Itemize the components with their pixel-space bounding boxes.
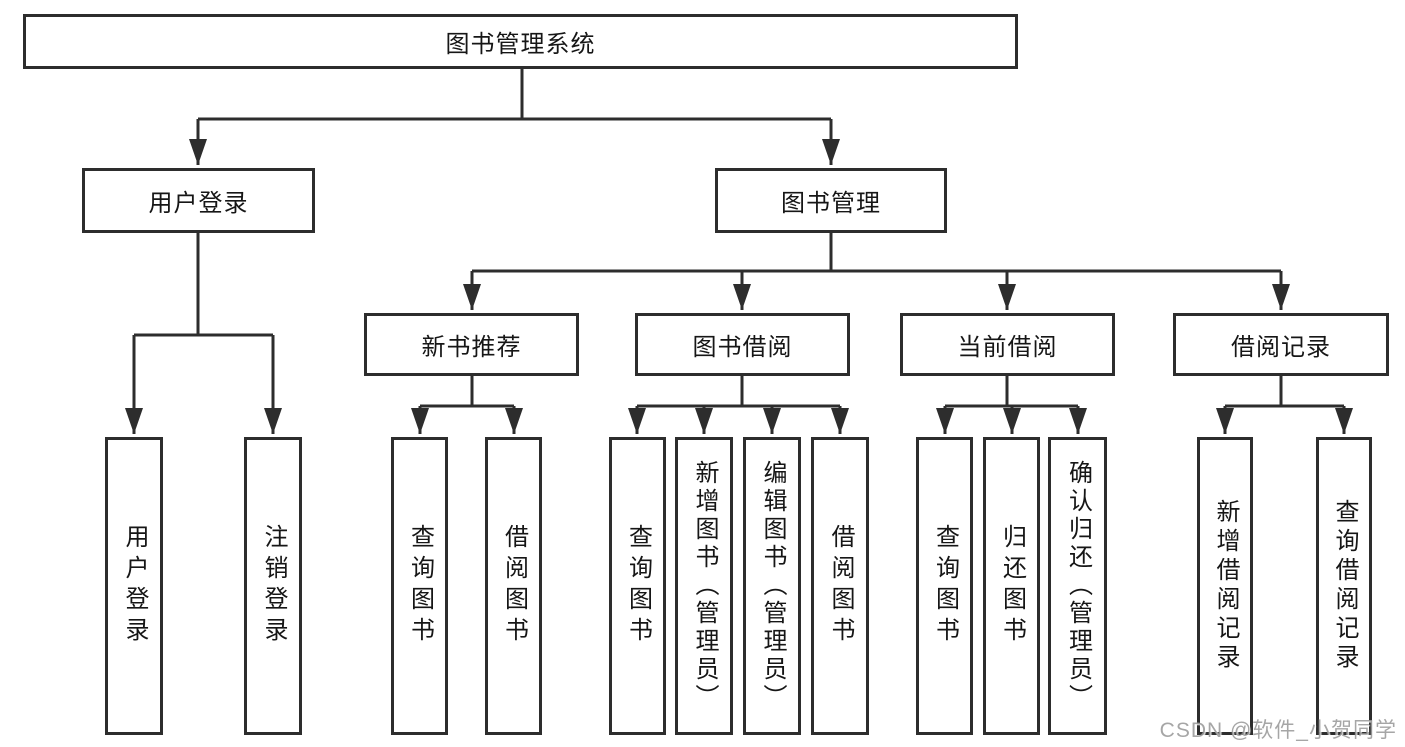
leaf-nbr-query-books-label: 查询图书 xyxy=(406,524,434,648)
node-root-label: 图书管理系统 xyxy=(445,31,596,58)
leaf-cb-query-books: 查询图书 xyxy=(916,437,973,735)
leaf-nbr-query-books: 查询图书 xyxy=(391,437,448,735)
node-borrowing-records: 借阅记录 xyxy=(1173,313,1389,376)
leaf-nbr-borrow-books: 借阅图书 xyxy=(485,437,542,735)
watermark: CSDN @软件_小贺同学 xyxy=(1159,719,1397,742)
node-current-borrowing-label: 当前借阅 xyxy=(957,334,1058,361)
connector-book-borrowing-trunk xyxy=(637,376,840,408)
leaf-br-add-record: 新增借阅记录 xyxy=(1197,437,1253,735)
node-new-book-recommend-label: 新书推荐 xyxy=(421,334,522,361)
leaf-user-login-label: 用户登录 xyxy=(121,524,148,648)
leaf-bb-query-books: 查询图书 xyxy=(609,437,666,735)
node-book-borrowing-label: 图书借阅 xyxy=(692,334,793,361)
leaf-bb-borrow-books-label: 借阅图书 xyxy=(827,524,854,648)
node-book-management-label: 图书管理 xyxy=(781,190,881,217)
node-book-management: 图书管理 xyxy=(715,168,947,233)
connector-user-login-trunk xyxy=(134,233,273,337)
connector-new-book-recommend-trunk xyxy=(420,376,514,408)
leaf-cb-return-books-label: 归还图书 xyxy=(998,524,1026,648)
connector-root-trunk xyxy=(198,69,831,121)
leaf-cb-confirm-return-admin-label: 确认归还（管理员） xyxy=(1064,460,1092,712)
leaf-cb-return-books: 归还图书 xyxy=(983,437,1040,735)
leaf-logout-label: 注销登录 xyxy=(260,524,287,648)
node-new-book-recommend: 新书推荐 xyxy=(364,313,579,376)
leaf-br-query-record-label: 查询借阅记录 xyxy=(1331,499,1358,673)
connector-book-management-trunk xyxy=(472,233,1281,273)
connector-borrowing-records-trunk xyxy=(1225,376,1344,408)
leaf-bb-edit-book-admin-label: 编辑图书（管理员） xyxy=(759,460,786,712)
leaf-bb-add-book-admin: 新增图书（管理员） xyxy=(675,437,733,735)
node-root: 图书管理系统 xyxy=(23,14,1018,69)
leaf-nbr-borrow-books-label: 借阅图书 xyxy=(500,524,528,648)
leaf-logout: 注销登录 xyxy=(244,437,302,735)
node-book-borrowing: 图书借阅 xyxy=(635,313,850,376)
leaf-cb-confirm-return-admin: 确认归还（管理员） xyxy=(1048,437,1107,735)
node-borrowing-records-label: 借阅记录 xyxy=(1231,334,1331,361)
leaf-user-login: 用户登录 xyxy=(105,437,163,735)
leaf-bb-query-books-label: 查询图书 xyxy=(624,524,652,648)
leaf-cb-query-books-label: 查询图书 xyxy=(931,524,959,648)
leaf-bb-edit-book-admin: 编辑图书（管理员） xyxy=(743,437,801,735)
leaf-bb-borrow-books: 借阅图书 xyxy=(811,437,869,735)
leaf-br-query-record: 查询借阅记录 xyxy=(1316,437,1372,735)
leaf-bb-add-book-admin-label: 新增图书（管理员） xyxy=(691,460,718,712)
node-user-login-label: 用户登录 xyxy=(148,190,249,217)
node-current-borrowing: 当前借阅 xyxy=(900,313,1115,376)
connector-current-borrowing-trunk xyxy=(945,376,1078,408)
node-user-login: 用户登录 xyxy=(82,168,315,233)
leaf-br-add-record-label: 新增借阅记录 xyxy=(1212,499,1239,673)
